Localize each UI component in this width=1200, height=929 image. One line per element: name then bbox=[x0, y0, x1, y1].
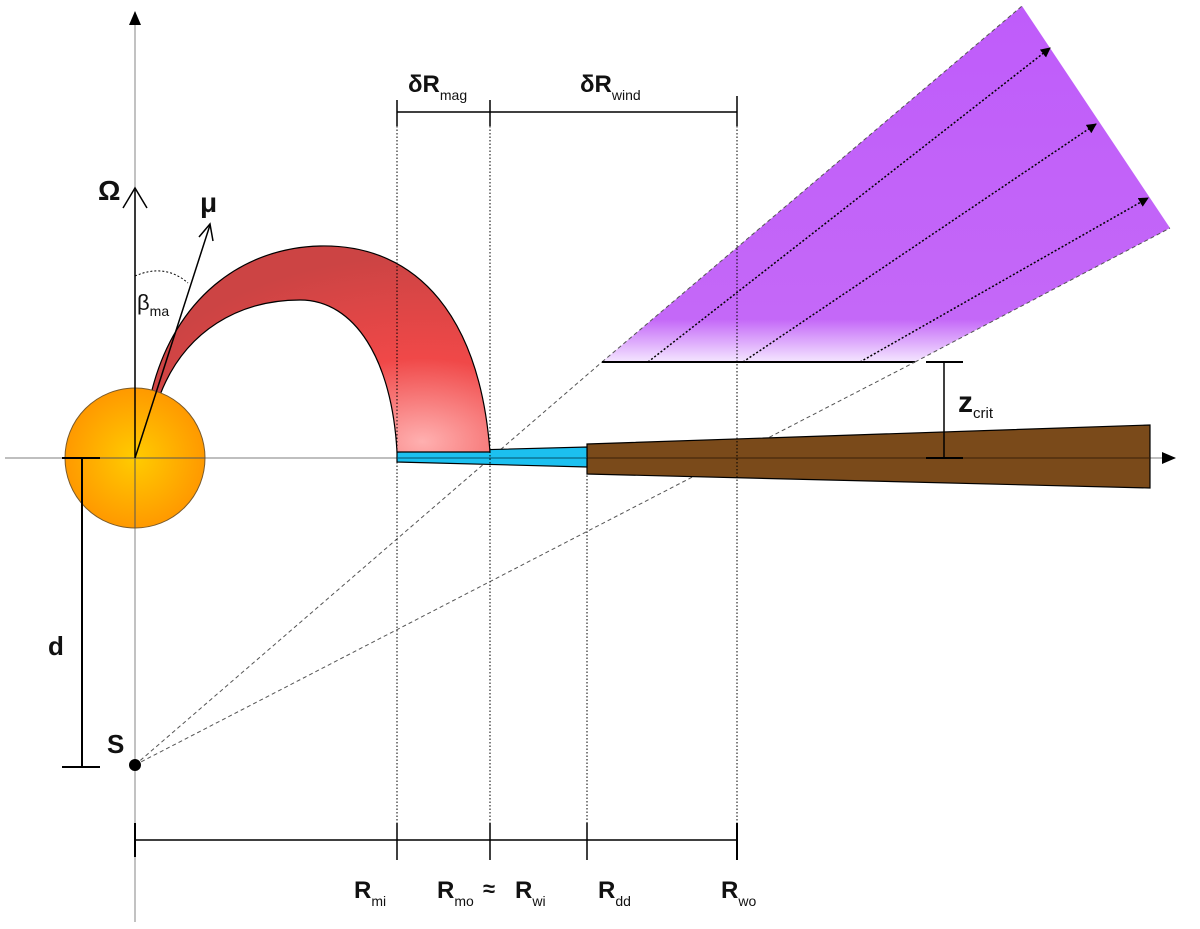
r-wi-subscript: wi bbox=[531, 893, 545, 909]
bottom-bracket bbox=[134, 823, 738, 860]
beta-subscript: ma bbox=[150, 303, 170, 319]
delta-r-mag-label: δRmag bbox=[408, 71, 467, 103]
r-dd-label: Rdd bbox=[598, 877, 631, 909]
magnetic-moment-vector bbox=[134, 224, 211, 459]
z-crit-symbol: z bbox=[958, 386, 973, 419]
disk-wind-region bbox=[602, 6, 1170, 362]
wind-flow-arrow bbox=[647, 47, 1051, 363]
rotation-axis-arrowhead bbox=[122, 186, 148, 209]
r-wi-label: Rwi bbox=[515, 877, 546, 909]
r-mo-symbol: R bbox=[437, 877, 454, 904]
disk-wind bbox=[601, 5, 1171, 363]
r-wo-label: Rwo bbox=[721, 877, 756, 909]
distance-label: d bbox=[48, 631, 64, 661]
top-bracket bbox=[396, 96, 738, 126]
z-crit-bar bbox=[926, 361, 963, 459]
beta-ma-label: βma bbox=[137, 290, 169, 319]
magnetic-moment-arrowhead bbox=[198, 222, 214, 242]
r-mo-label: Rmo bbox=[437, 877, 474, 909]
mu-label: μ bbox=[200, 187, 217, 218]
r-dd-subscript: dd bbox=[615, 893, 631, 909]
sight-lines bbox=[134, 361, 916, 766]
omega-label: Ω bbox=[98, 175, 120, 206]
wind-flow-arrow bbox=[859, 197, 1149, 363]
r-mo-subscript: mo bbox=[454, 893, 474, 909]
z-crit-subscript: crit bbox=[973, 405, 994, 422]
dust-disk bbox=[586, 424, 1151, 489]
sight-line-inner bbox=[134, 361, 603, 766]
wind-upper-edge bbox=[601, 5, 1023, 363]
approx-symbol: ≈ bbox=[483, 876, 495, 901]
delta-r-wind-subscript: wind bbox=[611, 87, 641, 103]
z-crit-label: zcrit bbox=[958, 386, 994, 422]
source-label: S bbox=[107, 729, 124, 759]
delta-r-wind-label: δRwind bbox=[580, 71, 641, 103]
r-wo-symbol: R bbox=[721, 877, 738, 904]
r-wi-symbol: R bbox=[515, 877, 532, 904]
beta-angle-arc bbox=[134, 270, 189, 284]
delta-r-mag-symbol: δR bbox=[408, 71, 440, 98]
radius-guides bbox=[396, 112, 738, 840]
accretion-funnel bbox=[151, 245, 491, 453]
delta-r-wind-symbol: δR bbox=[580, 71, 612, 98]
r-mi-subscript: mi bbox=[371, 893, 386, 909]
delta-r-mag-subscript: mag bbox=[440, 87, 467, 103]
wind-flow-arrow bbox=[742, 123, 1097, 363]
r-mi-label: Rmi bbox=[354, 877, 386, 909]
wind-lower-edge bbox=[914, 227, 1171, 363]
sight-line-outer bbox=[134, 361, 916, 766]
r-mi-symbol: R bbox=[354, 877, 371, 904]
beta-symbol: β bbox=[137, 290, 150, 315]
source-point bbox=[129, 759, 141, 771]
distance-bar bbox=[62, 457, 100, 768]
r-wo-subscript: wo bbox=[737, 893, 756, 909]
r-dd-symbol: R bbox=[598, 877, 615, 904]
